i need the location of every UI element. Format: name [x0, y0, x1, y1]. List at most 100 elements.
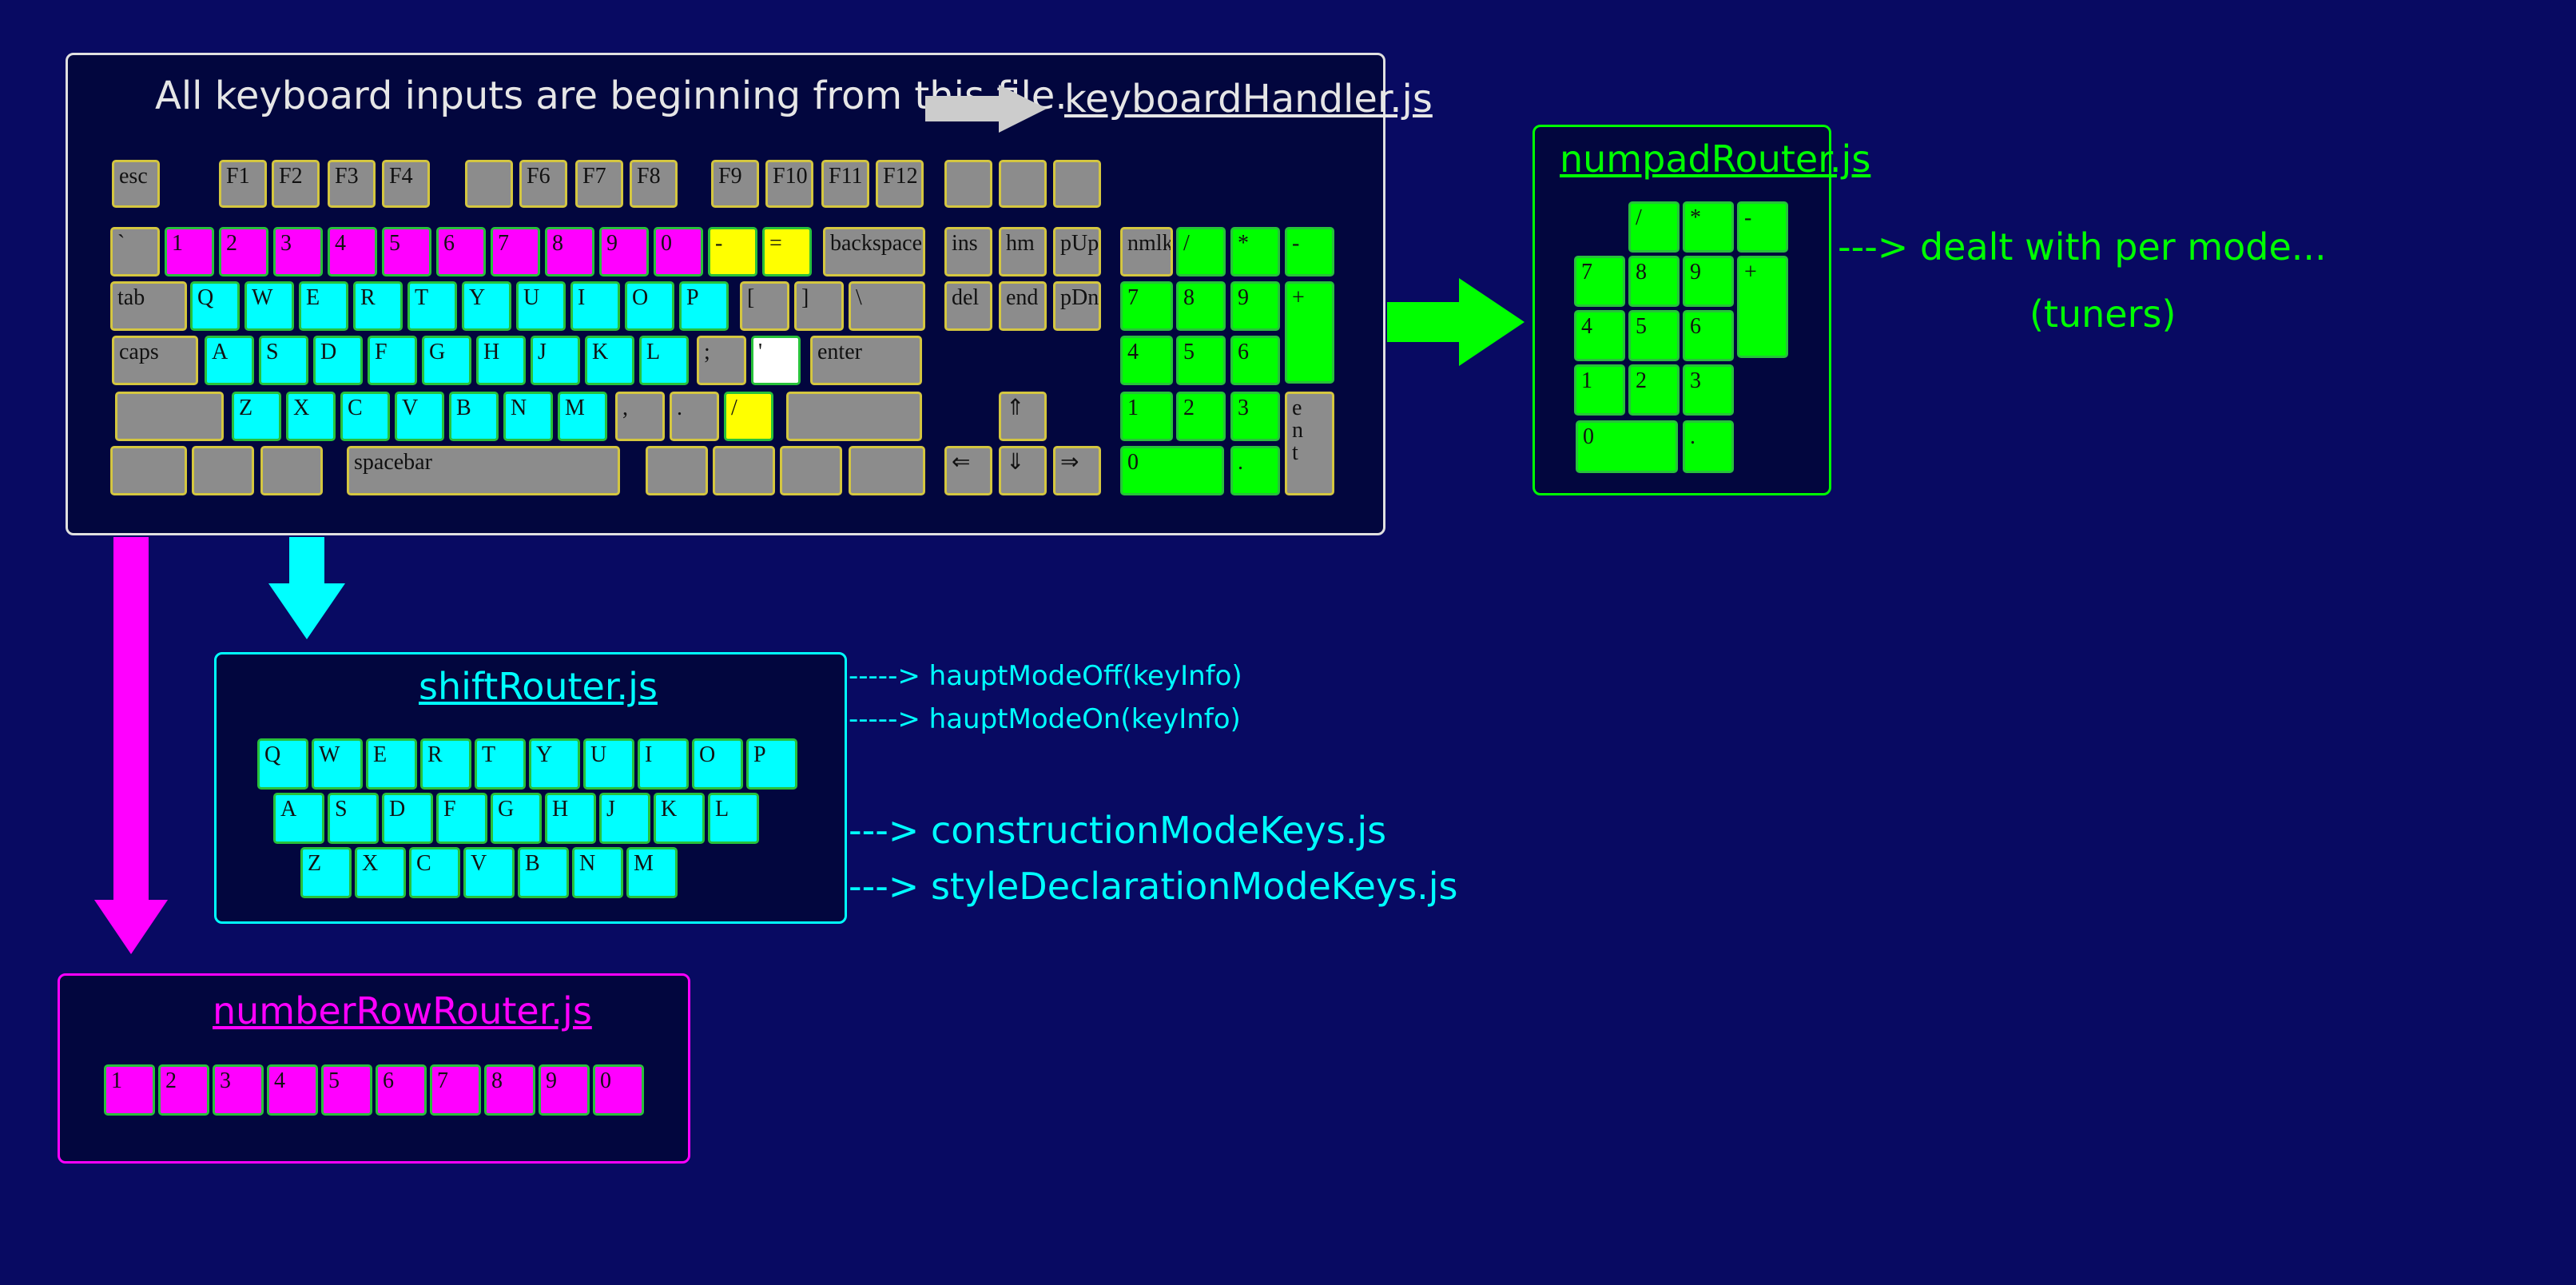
key-1[interactable]: 1: [1574, 364, 1625, 416]
key-symbol-70[interactable]: [192, 446, 254, 495]
key-symbol-90[interactable]: -: [1285, 227, 1334, 276]
key-6[interactable]: 6: [436, 227, 486, 276]
key-2[interactable]: 2: [1628, 364, 1680, 416]
key-symbol-14[interactable]: [999, 160, 1047, 208]
key-H[interactable]: H: [476, 336, 526, 385]
key-O[interactable]: O: [625, 281, 674, 331]
key-F9[interactable]: F9: [711, 160, 759, 208]
key-F1[interactable]: F1: [219, 160, 267, 208]
key-symbol-54[interactable]: ;: [697, 336, 746, 385]
key-symbol-66[interactable]: .: [670, 392, 719, 441]
key-ent[interactable]: e n t: [1285, 392, 1334, 495]
key-1[interactable]: 1: [104, 1064, 155, 1116]
key-symbol-27[interactable]: -: [708, 227, 757, 276]
key-L[interactable]: L: [639, 336, 689, 385]
key-symbol-41[interactable]: [: [740, 281, 789, 331]
key-F4[interactable]: F4: [382, 160, 430, 208]
key-pDn[interactable]: pDn: [1053, 281, 1101, 331]
key-J[interactable]: J: [599, 793, 650, 844]
key-caps[interactable]: caps: [112, 336, 198, 385]
key-symbol-28[interactable]: =: [762, 227, 812, 276]
key-pUp[interactable]: pUp: [1053, 227, 1101, 276]
key-N[interactable]: N: [503, 392, 553, 441]
key-L[interactable]: L: [708, 793, 759, 844]
key-U[interactable]: U: [516, 281, 566, 331]
key-Y[interactable]: Y: [529, 738, 580, 790]
key-I[interactable]: I: [570, 281, 620, 331]
key-esc[interactable]: esc: [112, 160, 160, 208]
key-symbol-55[interactable]: ': [751, 336, 801, 385]
key-X[interactable]: X: [355, 847, 406, 898]
key-7[interactable]: 7: [1574, 256, 1625, 307]
key-symbol-89[interactable]: *: [1230, 227, 1280, 276]
key-D[interactable]: D: [313, 336, 363, 385]
number-row-router-title[interactable]: numberRowRouter.js: [213, 989, 592, 1032]
key-symbol-0[interactable]: /: [1628, 201, 1680, 253]
key-N[interactable]: N: [572, 847, 623, 898]
key-del[interactable]: del: [944, 281, 992, 331]
key-symbol-1[interactable]: *: [1683, 201, 1734, 253]
key-F11[interactable]: F11: [821, 160, 869, 208]
key-3[interactable]: 3: [1230, 392, 1280, 441]
key-W[interactable]: W: [312, 738, 363, 790]
key-8[interactable]: 8: [1176, 281, 1226, 331]
key-symbol-43[interactable]: \: [849, 281, 925, 331]
key-6[interactable]: 6: [1683, 310, 1734, 361]
key-F[interactable]: F: [436, 793, 487, 844]
key-9[interactable]: 9: [1230, 281, 1280, 331]
key-Y[interactable]: Y: [462, 281, 511, 331]
key-symbol-94[interactable]: +: [1285, 281, 1334, 384]
key-nmlk[interactable]: nmlk: [1120, 227, 1173, 276]
key-symbol-67[interactable]: /: [724, 392, 773, 441]
key-symbol-6[interactable]: +: [1737, 256, 1788, 358]
key-3[interactable]: 3: [273, 227, 323, 276]
key-symbol-84[interactable]: ⇐: [944, 446, 992, 495]
key-symbol-14[interactable]: .: [1683, 420, 1734, 473]
key-enter[interactable]: enter: [810, 336, 922, 385]
key-G[interactable]: G: [491, 793, 542, 844]
key-M[interactable]: M: [626, 847, 678, 898]
key-symbol-103[interactable]: .: [1230, 446, 1280, 495]
key-symbol-42[interactable]: ]: [794, 281, 844, 331]
keyboard-handler-file[interactable]: keyboardHandler.js: [1064, 77, 1433, 121]
key-Z[interactable]: Z: [300, 847, 352, 898]
key-symbol-16[interactable]: `: [110, 227, 160, 276]
key-3[interactable]: 3: [213, 1064, 264, 1116]
key-K[interactable]: K: [654, 793, 705, 844]
key-symbol-65[interactable]: ,: [615, 392, 665, 441]
key-1[interactable]: 1: [165, 227, 214, 276]
key-P[interactable]: P: [679, 281, 729, 331]
key-B[interactable]: B: [449, 392, 499, 441]
key-6[interactable]: 6: [1230, 336, 1280, 385]
key-symbol-83[interactable]: ⇑: [999, 392, 1047, 441]
key-Z[interactable]: Z: [232, 392, 281, 441]
key-V[interactable]: V: [395, 392, 444, 441]
key-G[interactable]: G: [422, 336, 471, 385]
key-F2[interactable]: F2: [272, 160, 320, 208]
key-symbol-75[interactable]: [780, 446, 842, 495]
key-S[interactable]: S: [259, 336, 308, 385]
key-2[interactable]: 2: [219, 227, 268, 276]
key-F[interactable]: F: [368, 336, 417, 385]
key-symbol-57[interactable]: [115, 392, 224, 441]
key-0[interactable]: 0: [593, 1064, 644, 1116]
key-C[interactable]: C: [340, 392, 390, 441]
key-C[interactable]: C: [409, 847, 460, 898]
key-4[interactable]: 4: [1574, 310, 1625, 361]
key-symbol-85[interactable]: ⇓: [999, 446, 1047, 495]
key-8[interactable]: 8: [545, 227, 594, 276]
key-M[interactable]: M: [558, 392, 607, 441]
key-4[interactable]: 4: [328, 227, 377, 276]
key-4[interactable]: 4: [1120, 336, 1173, 385]
key-J[interactable]: J: [531, 336, 580, 385]
key-A[interactable]: A: [273, 793, 324, 844]
key-P[interactable]: P: [746, 738, 797, 790]
key-backspace[interactable]: backspace: [823, 227, 925, 276]
key-symbol-15[interactable]: [1053, 160, 1101, 208]
key-0[interactable]: 0: [1576, 420, 1678, 473]
key-W[interactable]: W: [244, 281, 294, 331]
key-8[interactable]: 8: [1628, 256, 1680, 307]
key-hm[interactable]: hm: [999, 227, 1047, 276]
key-0[interactable]: 0: [1120, 446, 1224, 495]
shift-router-title[interactable]: shiftRouter.js: [419, 665, 658, 708]
